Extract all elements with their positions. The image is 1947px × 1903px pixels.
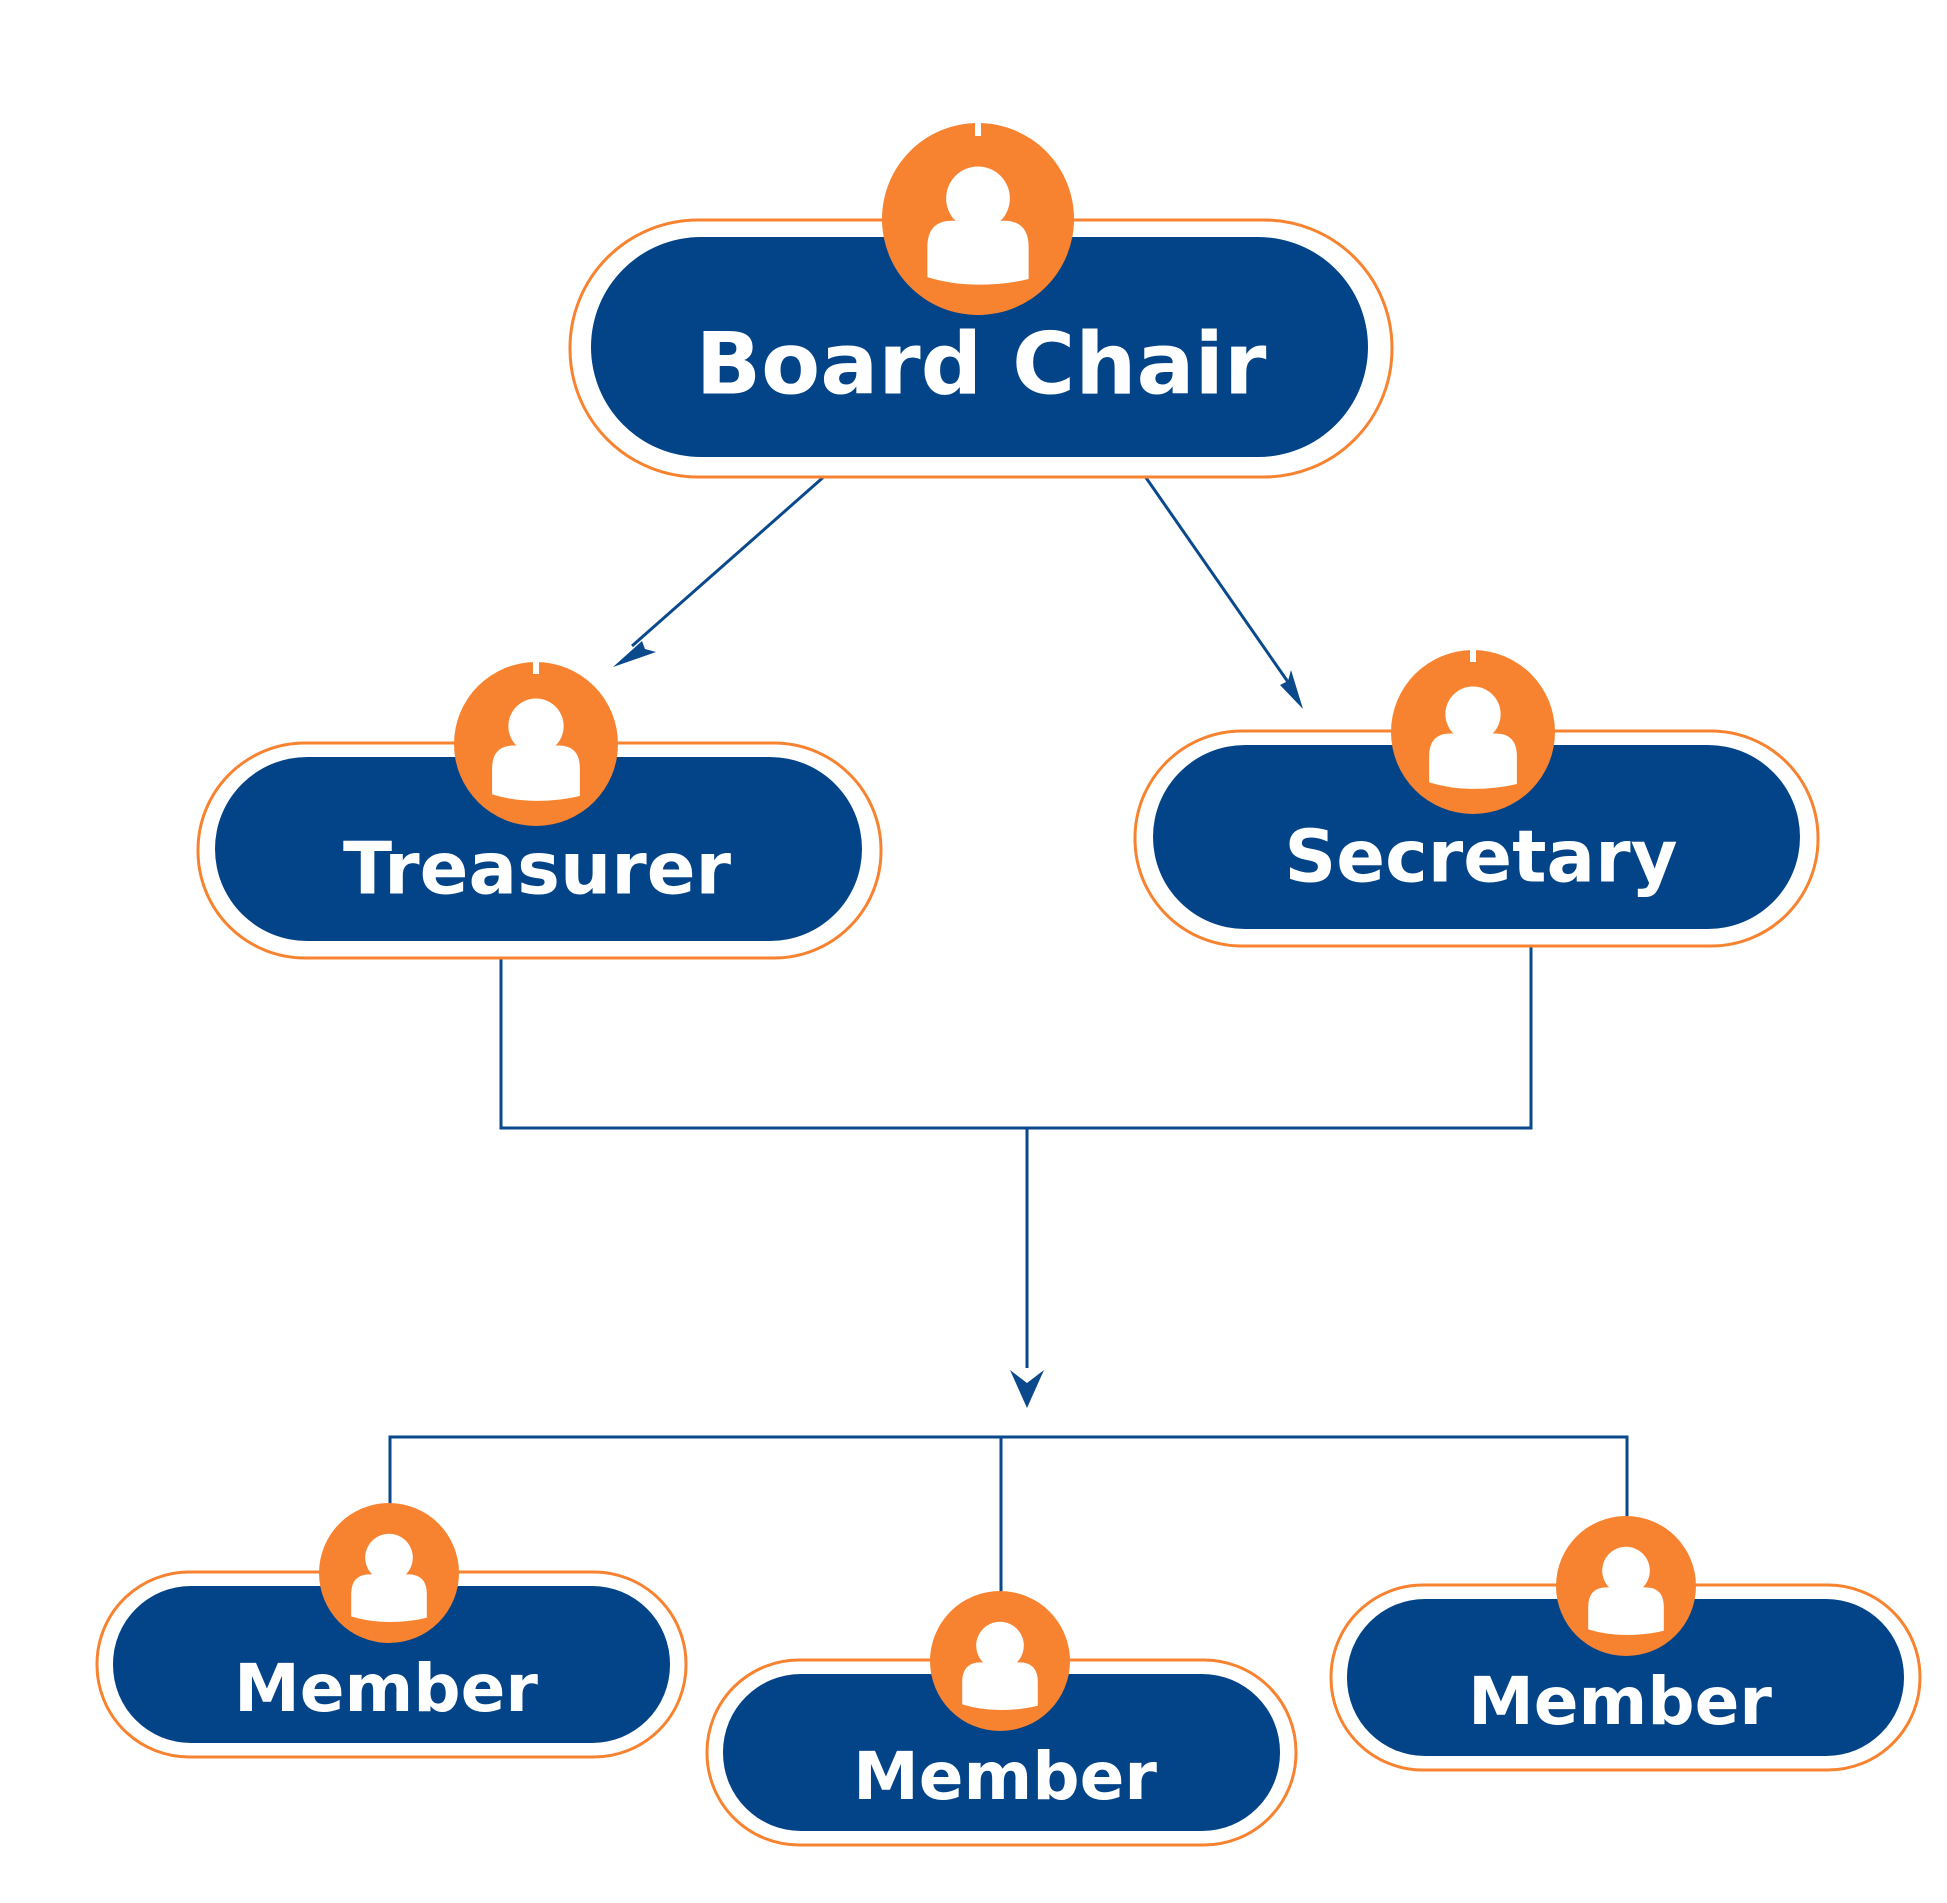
node-label: Member	[1468, 1663, 1772, 1740]
node-board-chair[interactable]: Board Chair	[568, 122, 1394, 479]
edge-members-bus	[388, 1435, 1629, 1522]
node-pill	[1347, 1599, 1904, 1756]
node-pill	[723, 1674, 1280, 1831]
node-pill	[591, 237, 1368, 457]
edge-treasurer-members	[499, 942, 1028, 1130]
avatar	[319, 1503, 459, 1643]
avatar	[454, 662, 618, 826]
node-label: Treasurer	[343, 827, 732, 911]
node-label: Member	[853, 1738, 1157, 1815]
avatar	[930, 1591, 1070, 1731]
node-treasurer[interactable]: Treasurer	[196, 662, 883, 960]
edge-board-chair-treasurer	[631, 457, 845, 648]
avatar	[882, 122, 1074, 315]
node-label: Board Chair	[696, 314, 1267, 414]
edge-board-chair-secretary	[1131, 458, 1290, 683]
avatar	[1391, 650, 1555, 814]
node-member-1[interactable]: Member	[95, 1503, 688, 1759]
avatar	[1556, 1516, 1696, 1656]
arrowhead-members	[1010, 1370, 1044, 1408]
node-label: Secretary	[1284, 815, 1677, 899]
arrowheads	[613, 641, 1303, 1408]
arrowhead-secretary	[1280, 670, 1303, 709]
node-pill	[1153, 745, 1800, 929]
node-member-2[interactable]: Member	[705, 1591, 1298, 1847]
node-label: Member	[234, 1650, 538, 1727]
arrowhead-treasurer	[613, 641, 656, 667]
edge-secretary-members	[1028, 930, 1533, 1130]
node-secretary[interactable]: Secretary	[1133, 650, 1820, 948]
node-pill	[215, 757, 862, 941]
node-member-3[interactable]: Member	[1329, 1516, 1922, 1772]
connectors	[388, 457, 1629, 1598]
node-pill	[113, 1586, 670, 1743]
